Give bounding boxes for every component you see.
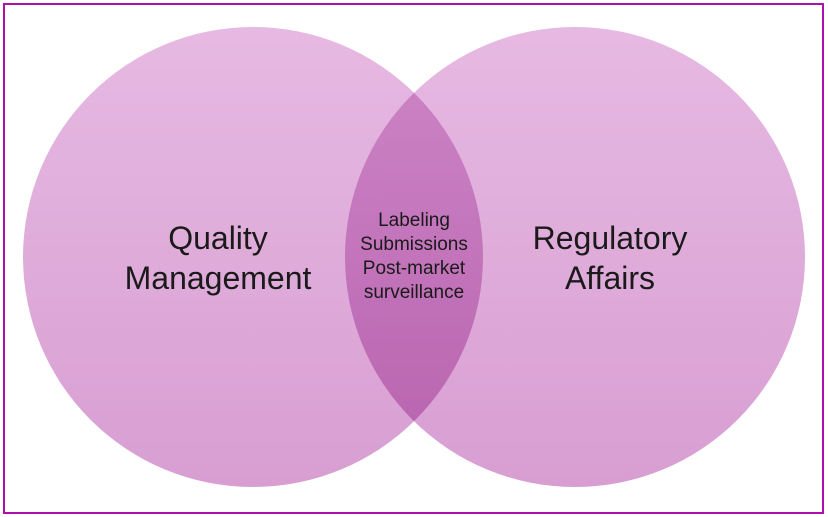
- quality-management-label: Quality Management: [124, 220, 312, 296]
- regulatory-affairs-circle: [345, 27, 805, 487]
- regulatory-affairs-label: Regulatory Affairs: [532, 220, 688, 296]
- overlap-label: Labeling Submissions Post-market surveil…: [360, 210, 468, 303]
